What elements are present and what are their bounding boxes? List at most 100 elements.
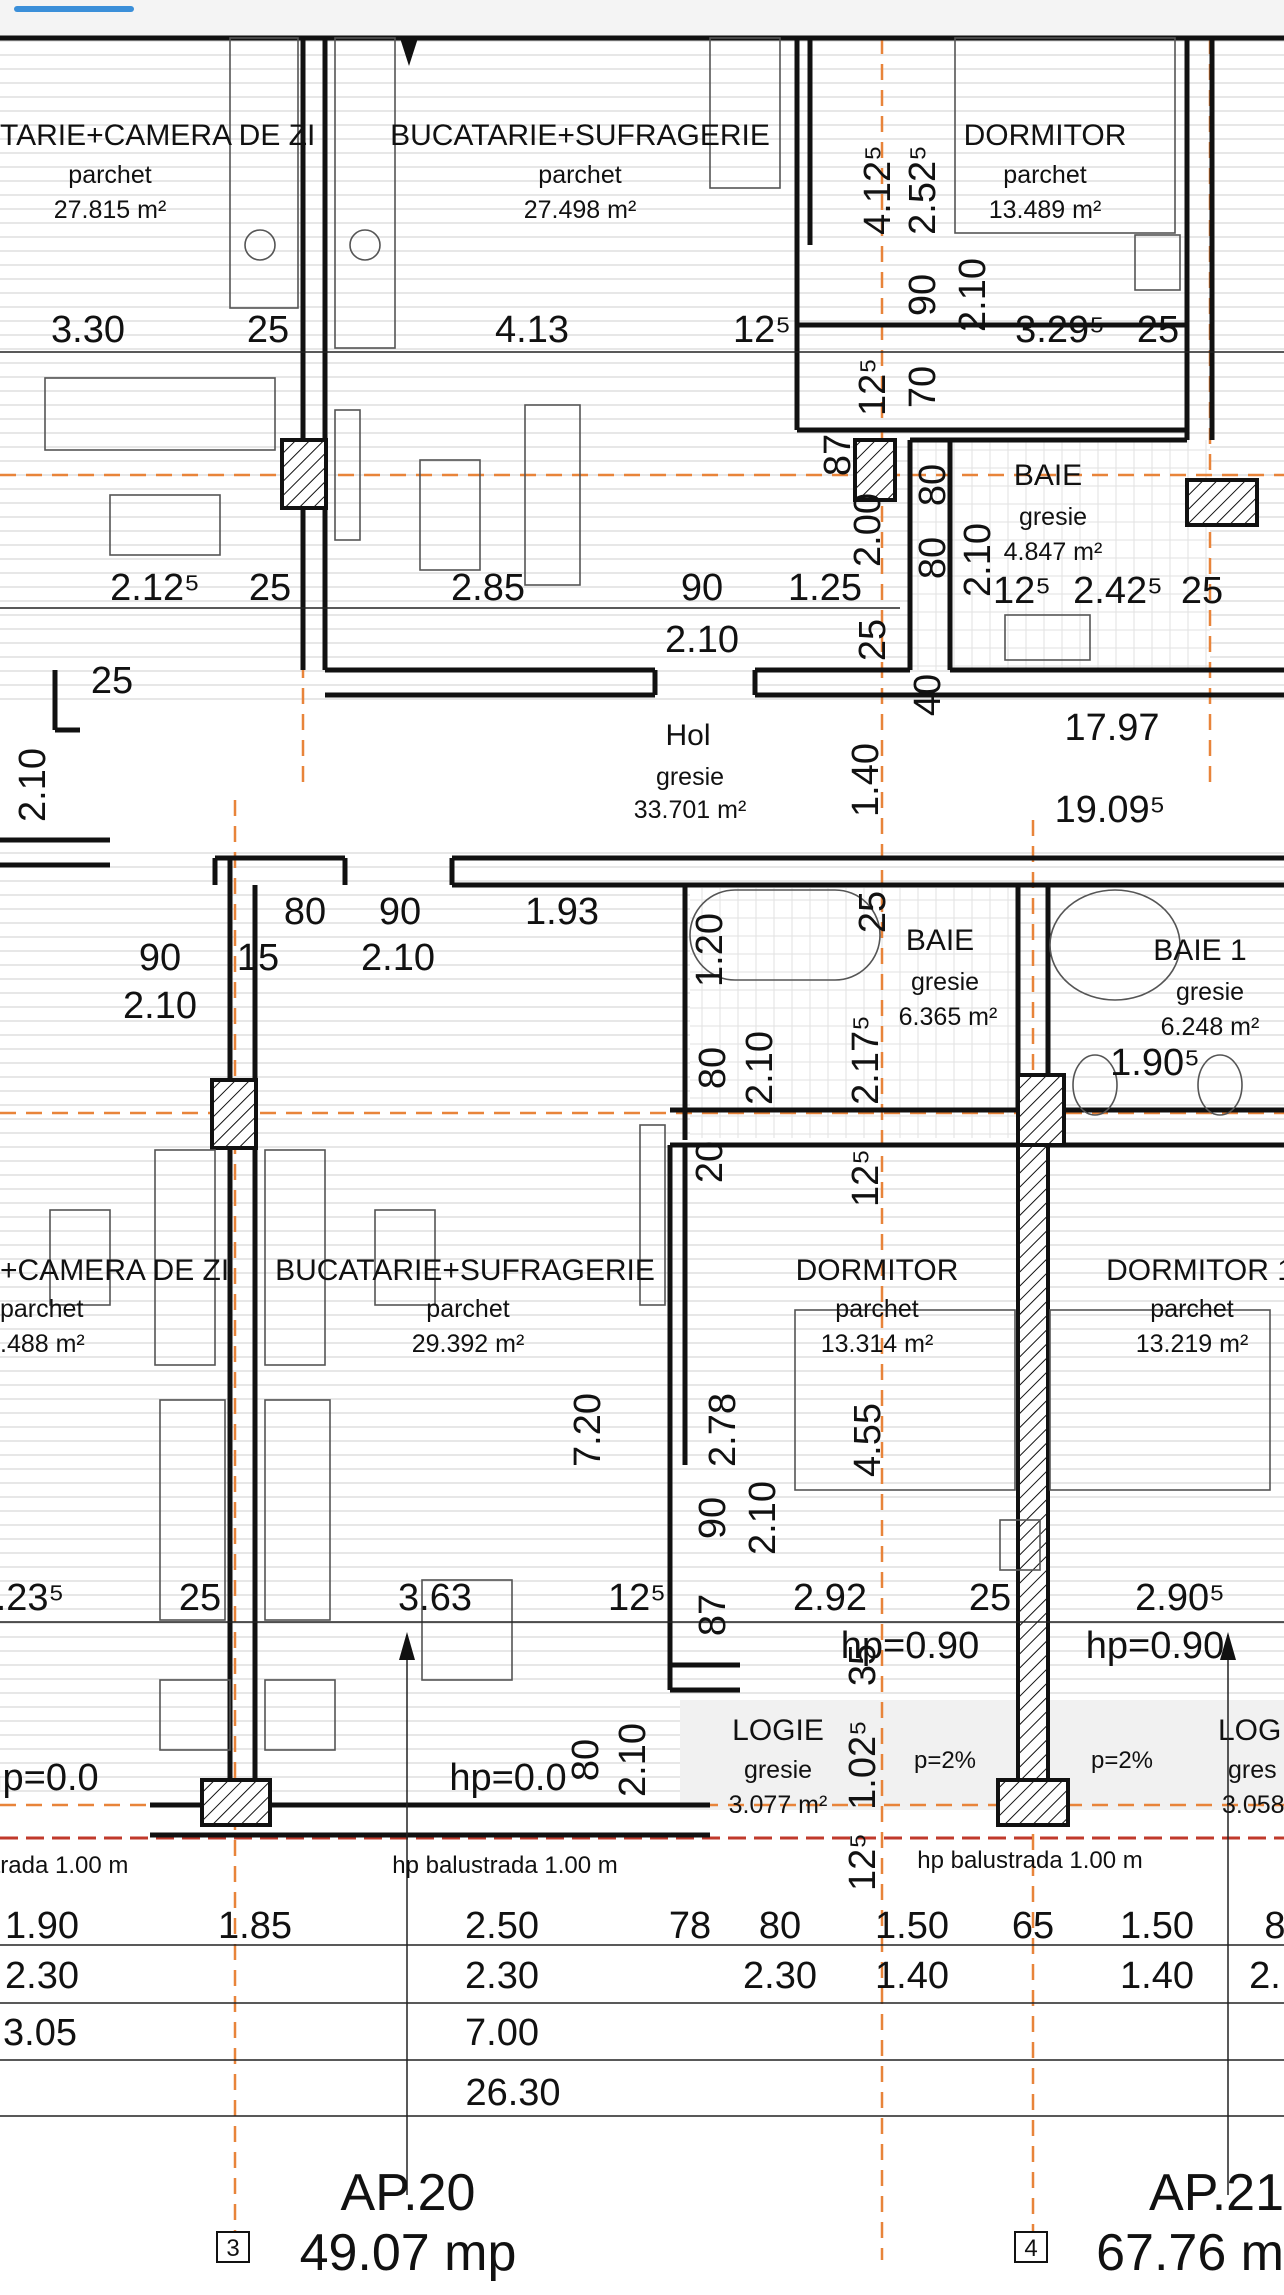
dim-label: 26.30 bbox=[465, 2072, 560, 2114]
balustrade-label: hp balustrada 1.00 m bbox=[392, 1852, 617, 1879]
dim-label: 80 bbox=[565, 1739, 607, 1781]
dim-label: 4.13 bbox=[495, 309, 569, 351]
room-area: 29.392 m² bbox=[412, 1330, 525, 1358]
room-name: Hol bbox=[665, 719, 710, 752]
room-area: .488 m² bbox=[0, 1330, 85, 1358]
dim-label: 25 bbox=[1137, 309, 1179, 351]
dim-label: 2.52⁵ bbox=[902, 145, 944, 235]
dim-label: 3.29⁵ bbox=[1015, 309, 1105, 351]
dim-label: 2. bbox=[1249, 1955, 1281, 1997]
vertical-dimension-labels: 4.12⁵ 2.52⁵ 90 2.10 12⁵ 70 87 80 2.00 80… bbox=[12, 145, 999, 1891]
room-floor: parchet bbox=[835, 1295, 918, 1323]
dim-label: 1.90⁵ bbox=[1110, 1042, 1200, 1084]
room-floor: parchet bbox=[1150, 1295, 1233, 1323]
room-name: BAIE 1 bbox=[1153, 934, 1246, 967]
apartment-name: AP.20 bbox=[341, 2164, 476, 2222]
room-floor: gresie bbox=[744, 1756, 812, 1784]
dim-label: 90 bbox=[379, 891, 421, 933]
structural-column bbox=[996, 1778, 1070, 1827]
dim-label: 25 bbox=[852, 891, 894, 933]
hallway-floor bbox=[0, 700, 1284, 840]
slope-label: p=2% bbox=[914, 1747, 976, 1774]
room-name: DORMITOR 1 bbox=[1106, 1254, 1284, 1287]
structural-column bbox=[853, 438, 897, 502]
dim-label: 90 bbox=[681, 567, 723, 609]
dim-label: hp=0.90 bbox=[1086, 1625, 1224, 1667]
dim-label: 1.02⁵ bbox=[842, 1720, 884, 1810]
dim-label: 80 bbox=[912, 464, 954, 506]
room-floor: parchet bbox=[1003, 161, 1086, 189]
apartment-area: 67.76 m bbox=[1096, 2224, 1284, 2282]
dim-label: 7.20 bbox=[567, 1393, 609, 1467]
room-name: LOGIE bbox=[732, 1714, 824, 1747]
dim-label: 2.90⁵ bbox=[1135, 1577, 1225, 1619]
apartment-labels: AP.20 49.07 mp AP.21 67.76 m bbox=[300, 2164, 1284, 2282]
dim-label: 2.42⁵ bbox=[1073, 570, 1163, 612]
structural-column bbox=[1185, 478, 1259, 527]
dim-label: 65 bbox=[1012, 1905, 1054, 1947]
slope-label: p=2% bbox=[1091, 1747, 1153, 1774]
structural-column bbox=[280, 438, 328, 510]
dim-label: 80 bbox=[692, 1047, 734, 1089]
axis-marker-4: 4 bbox=[1024, 2235, 1037, 2262]
dim-label: 12⁵ bbox=[845, 1149, 887, 1207]
dim-label: 2.10 bbox=[361, 937, 435, 979]
dim-label: 40 bbox=[907, 674, 949, 716]
room-name: BAIE bbox=[906, 924, 974, 957]
dim-label: 35 bbox=[842, 1644, 884, 1686]
dim-label: 2.17⁵ bbox=[845, 1015, 887, 1105]
dim-label: 25 bbox=[1181, 570, 1223, 612]
structural-column bbox=[200, 1778, 272, 1827]
dim-label: hp=0.0 bbox=[0, 1757, 99, 1799]
room-labels: TARIE+CAMERA DE ZI parchet 27.815 m² BUC… bbox=[0, 119, 1284, 1819]
dim-label: 90 bbox=[139, 937, 181, 979]
balustrade-label: hp balustrada 1.00 m bbox=[917, 1847, 1142, 1874]
dim-label: 80 bbox=[912, 537, 954, 579]
dim-label: 25 bbox=[852, 619, 894, 661]
room-floor: gresie bbox=[1019, 503, 1087, 531]
dim-label: hp=0.90 bbox=[841, 1625, 979, 1667]
room-area: 6.248 m² bbox=[1161, 1013, 1260, 1041]
dim-label: 4.55 bbox=[847, 1403, 889, 1477]
bathroom-tiles bbox=[690, 888, 1020, 1138]
dim-label: 87 bbox=[817, 434, 859, 476]
dim-label: 19.09⁵ bbox=[1055, 789, 1166, 831]
dim-label: 2.00 bbox=[847, 493, 889, 567]
room-floor: parchet bbox=[0, 1295, 83, 1323]
structural-column bbox=[210, 1078, 258, 1150]
apartment-name: AP.21 bbox=[1149, 2164, 1284, 2222]
dim-label: 87 bbox=[692, 1594, 734, 1636]
dim-label: 2.10 bbox=[739, 1031, 781, 1105]
room-floor: parchet bbox=[68, 161, 151, 189]
dim-label: 2.10 bbox=[952, 258, 994, 332]
room-area: 4.847 m² bbox=[1004, 538, 1103, 566]
dim-label: 4.12⁵ bbox=[857, 145, 899, 235]
dim-label: 78 bbox=[669, 1905, 711, 1947]
room-floor: gresie bbox=[656, 763, 724, 791]
dimension-lines bbox=[0, 38, 1284, 2195]
dim-label: 90 bbox=[902, 274, 944, 316]
dim-label: 1.90 bbox=[5, 1905, 79, 1947]
dim-label: 2.10 bbox=[742, 1481, 784, 1555]
room-name: BUCATARIE+SUFRAGERIE bbox=[275, 1254, 655, 1287]
dim-label: 2.10 bbox=[12, 748, 54, 822]
dim-label: 12⁵ bbox=[608, 1577, 666, 1619]
bottom-dimension-rows: 1.90 1.85 2.50 78 80 1.50 65 1.50 8 2.30… bbox=[3, 1905, 1284, 2114]
room-area: 33.701 m² bbox=[634, 796, 747, 824]
dim-label: 25 bbox=[247, 309, 289, 351]
room-name: DORMITOR bbox=[796, 1254, 959, 1287]
dim-label: 25 bbox=[969, 1577, 1011, 1619]
room-floor: gres bbox=[1228, 1756, 1277, 1784]
room-area: 27.815 m² bbox=[54, 196, 167, 224]
bathroom-tiles-top bbox=[910, 440, 1210, 670]
dim-label: 2.30 bbox=[5, 1955, 79, 1997]
dim-label: 2.30 bbox=[743, 1955, 817, 1997]
dim-label: 1.50 bbox=[1120, 1905, 1194, 1947]
axis-marker-3: 3 bbox=[226, 2235, 239, 2262]
dim-label: 2.10 bbox=[665, 619, 739, 661]
dim-label: 2.78 bbox=[702, 1393, 744, 1467]
dim-label: 80 bbox=[759, 1905, 801, 1947]
room-name: BAIE bbox=[1014, 459, 1082, 492]
dim-label: 2.10 bbox=[612, 1723, 654, 1797]
